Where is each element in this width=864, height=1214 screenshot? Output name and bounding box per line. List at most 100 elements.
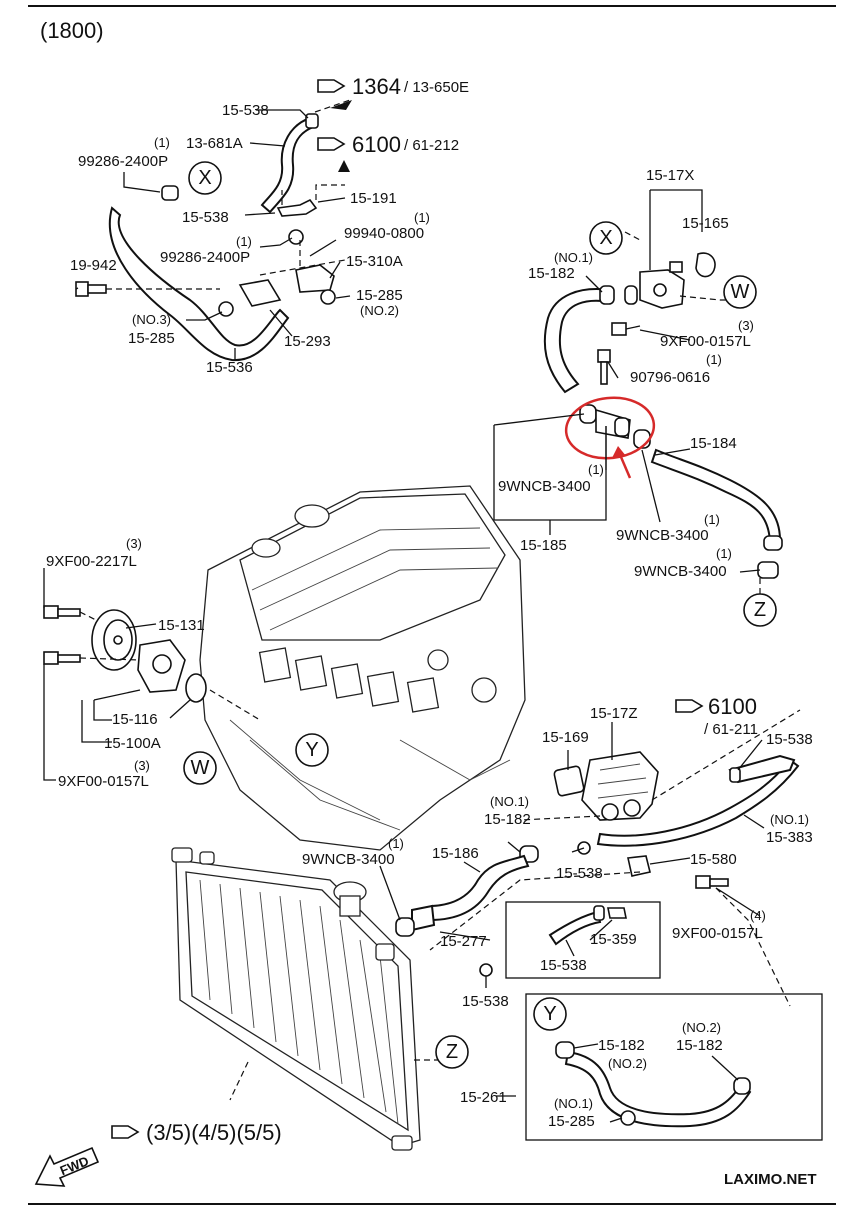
label-15-383: 15-383 xyxy=(766,829,813,846)
label-15-182: 15-182 xyxy=(484,811,531,828)
label-qty: (1) xyxy=(154,135,170,150)
top-right-assembly xyxy=(543,231,783,595)
bolt-9xf00-0157l-left xyxy=(43,651,81,665)
gasket-15-116 xyxy=(185,673,207,703)
svg-text:Y: Y xyxy=(543,1003,556,1025)
callout-x-right: X xyxy=(589,221,623,255)
hose-15-383 xyxy=(596,758,800,847)
label-13-681a: 13-681A xyxy=(186,135,243,152)
gasket-15-165 xyxy=(695,252,716,278)
bolt-9xf00-0157l-right xyxy=(695,875,729,889)
label-15-182: 15-182 xyxy=(528,265,575,282)
svg-text:W: W xyxy=(731,281,750,303)
ref-link-6100-right[interactable]: 6100 / 61-211 xyxy=(675,694,758,738)
clamp-15-182-no1 xyxy=(599,285,615,305)
label-15-17x: 15-17X xyxy=(646,167,694,184)
label-15-169: 15-169 xyxy=(542,729,589,746)
clamp-9wncb-upper xyxy=(763,535,783,551)
label-no: (NO.2) xyxy=(608,1056,647,1071)
label-9xf00-0157l: 9XF00-0157L xyxy=(58,773,149,790)
water-pump-assembly xyxy=(43,605,261,721)
callout-z-right: Z xyxy=(743,593,777,627)
hose-15-186 xyxy=(428,854,530,922)
ref-link-1364[interactable]: 1364 / 13-650E xyxy=(317,74,469,99)
label-9wncb-3400: 9WNCB-3400 xyxy=(616,527,709,544)
hand-pointer-icon xyxy=(675,699,704,713)
brand-watermark: LAXIMO.NET xyxy=(724,1171,817,1188)
ref-link-6100-top[interactable]: 6100 / 61-212 xyxy=(317,132,459,157)
bolt-9xf00-2217l xyxy=(43,605,81,619)
hand-pointer-icon xyxy=(111,1125,140,1139)
label-9xf00-0157l: 9XF00-0157L xyxy=(672,925,763,942)
label-qty: (1) xyxy=(704,512,720,527)
label-qty: (1) xyxy=(716,546,732,561)
callout-z-radiator: Z xyxy=(435,1035,469,1069)
bracket-15-293 xyxy=(238,279,282,307)
label-9xf00-2217l: 9XF00-2217L xyxy=(46,553,137,570)
part-labels: 15-538 13-681A (1) 99286-2400P 15-191 15… xyxy=(46,102,813,1130)
thermostat-housing-15-17x xyxy=(639,261,685,309)
label-15-131: 15-131 xyxy=(158,617,205,634)
label-no: (NO.1) xyxy=(554,250,593,265)
clamp-99286-b xyxy=(288,229,304,245)
fwd-indicator: FWD xyxy=(34,1146,100,1187)
label-9wncb-3400: 9WNCB-3400 xyxy=(302,851,395,868)
inset-box-lower xyxy=(525,993,823,1141)
hose-15-277 xyxy=(411,904,436,932)
label-no: (NO.1) xyxy=(554,1096,593,1111)
label-9wncb-3400: 9WNCB-3400 xyxy=(498,478,591,495)
label-15-182: 15-182 xyxy=(676,1037,723,1054)
label-15-285: 15-285 xyxy=(356,287,403,304)
top-left-assembly xyxy=(75,99,351,362)
svg-text:(3/5)(4/5)(5/5): (3/5)(4/5)(5/5) xyxy=(146,1120,282,1145)
label-15-580: 15-580 xyxy=(690,851,737,868)
callout-y-inset: Y xyxy=(533,997,567,1031)
bolt-90796-0616 xyxy=(597,349,611,385)
label-9xf00-0157l: 9XF00-0157L xyxy=(660,333,751,350)
label-15-185: 15-185 xyxy=(520,537,567,554)
label-15-184: 15-184 xyxy=(690,435,737,452)
engine-block xyxy=(199,485,526,851)
label-no: (NO.2) xyxy=(682,1020,721,1035)
mid-right-assembly xyxy=(429,709,801,1007)
clamp-9wncb-mid xyxy=(395,917,415,937)
label-15-293: 15-293 xyxy=(284,333,331,350)
svg-text:6100: 6100 xyxy=(352,132,401,157)
inset-box-bypass xyxy=(505,901,661,979)
svg-text:Y: Y xyxy=(305,739,318,761)
label-15-538: 15-538 xyxy=(182,209,229,226)
label-15-310a: 15-310A xyxy=(346,253,403,270)
label-no: (NO.3) xyxy=(132,312,171,327)
bolt-9xf00-0157l-top xyxy=(611,322,641,336)
label-99940-0800: 99940-0800 xyxy=(344,225,424,242)
svg-text:/ 13-650E: / 13-650E xyxy=(404,79,469,96)
arrow-up-right-icon xyxy=(330,100,352,110)
svg-text:6100: 6100 xyxy=(708,694,757,719)
label-15-359: 15-359 xyxy=(590,931,637,948)
highlight-annotation xyxy=(564,396,656,479)
label-qty: (3) xyxy=(134,758,150,773)
callout-x-top: X xyxy=(188,161,222,195)
lower-hose-assembly xyxy=(395,845,539,937)
label-15-165: 15-165 xyxy=(682,215,729,232)
svg-text:1364: 1364 xyxy=(352,74,401,99)
svg-text:X: X xyxy=(599,227,612,249)
svg-text:X: X xyxy=(198,167,211,189)
water-pump-15-100a xyxy=(137,639,186,693)
label-15-538: 15-538 xyxy=(222,102,269,119)
label-15-17z: 15-17Z xyxy=(590,705,638,722)
label-qty: (1) xyxy=(388,836,404,851)
hand-pointer-icon xyxy=(317,137,346,151)
ref-link-pages[interactable]: (3/5)(4/5)(5/5) xyxy=(111,1120,282,1145)
bracket-15-310a xyxy=(295,264,335,293)
label-9wncb-3400: 9WNCB-3400 xyxy=(634,563,727,580)
hose-15-261 xyxy=(564,1050,752,1128)
label-no: (NO.1) xyxy=(770,812,809,827)
svg-text:/ 61-212: / 61-212 xyxy=(404,137,459,154)
clamp-9wncb-lower xyxy=(757,561,779,579)
housing-15-17z xyxy=(581,751,659,821)
clamp-15-538-top xyxy=(305,113,319,129)
label-15-538: 15-538 xyxy=(556,865,603,882)
label-qty: (1) xyxy=(236,234,252,249)
